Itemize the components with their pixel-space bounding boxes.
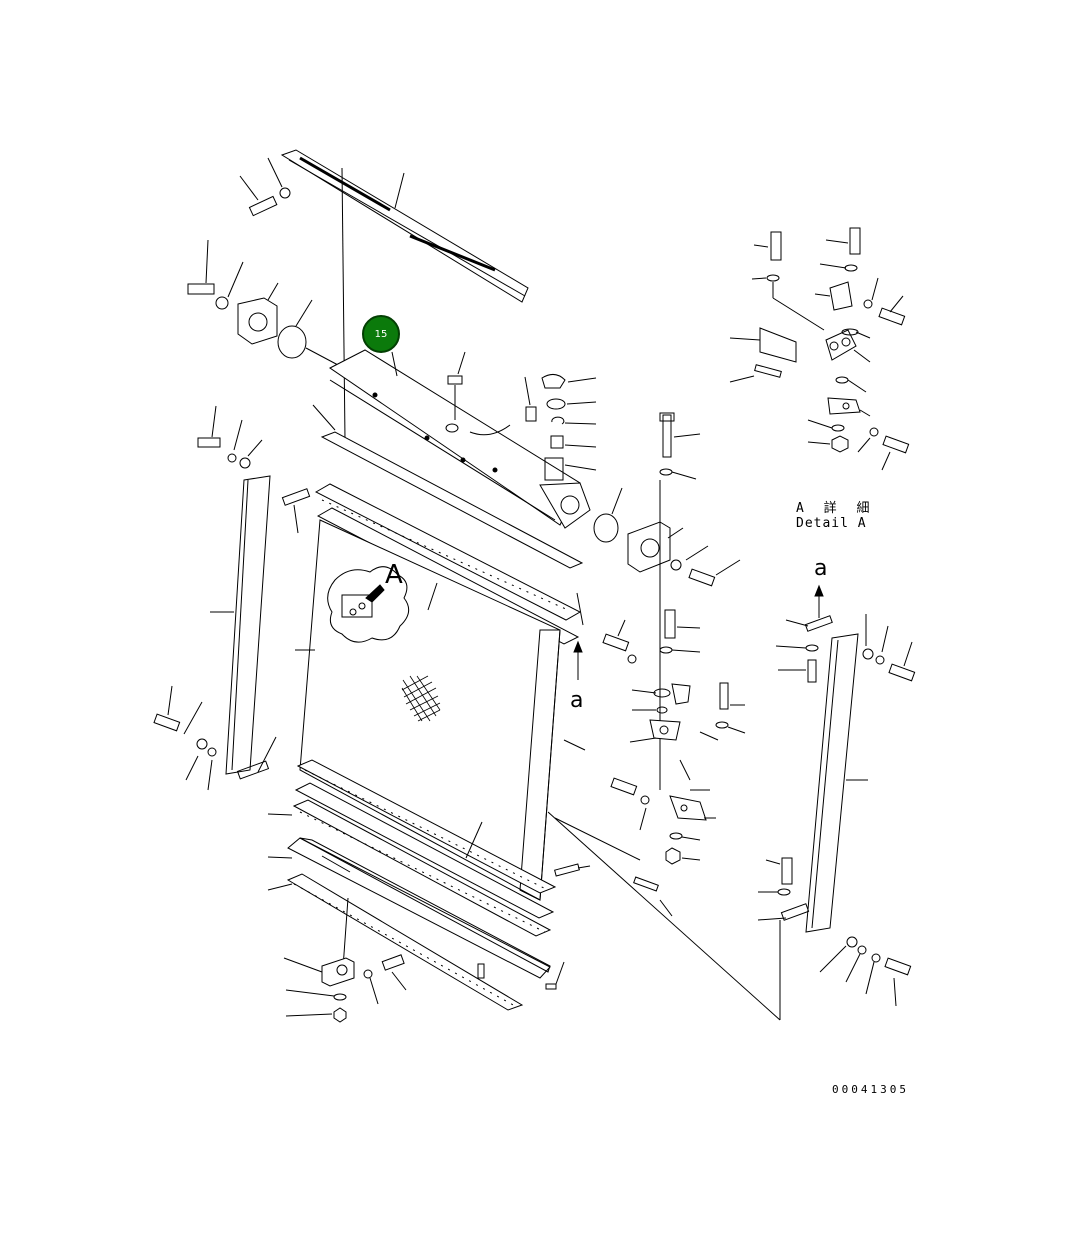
- bolts-left-lower: [153, 685, 217, 791]
- view-arrow-mid: [573, 640, 583, 680]
- lower-gaskets: [267, 759, 557, 937]
- view-arrow-top: [814, 584, 824, 618]
- bolt-top-left: [239, 157, 291, 217]
- detail-a-marker: A: [385, 560, 403, 590]
- leader-lines: [547, 739, 781, 1021]
- lower-tank: [267, 837, 551, 979]
- detail-a-cloud: [327, 566, 410, 643]
- detail-a-label-en: Detail A: [796, 516, 867, 531]
- upper-tank: [329, 349, 591, 529]
- side-plate-right: [757, 614, 916, 1007]
- lower-gasket-bottom: [267, 873, 524, 1011]
- reference-line: [341, 167, 346, 441]
- tank-fittings: [445, 351, 597, 471]
- part-callout-15[interactable]: 15: [362, 315, 400, 353]
- bolt-stack-center-right: [602, 609, 746, 917]
- clamp-block-left: [237, 282, 279, 345]
- lower-mount: [283, 863, 591, 1023]
- rubber-mount-right: [593, 487, 741, 587]
- drawing-number: 00041305: [832, 1083, 909, 1096]
- top-channel-bar: [280, 149, 529, 303]
- view-arrow-label-top: a: [814, 556, 828, 581]
- core-mesh: [401, 675, 441, 722]
- bolts-left-upper: [197, 405, 263, 469]
- side-plate-left: [210, 475, 311, 780]
- detail-a-group: [729, 227, 910, 471]
- bolt-left-1: [187, 239, 244, 310]
- detail-a-label-jp: A 詳 細: [796, 501, 876, 516]
- rubber-mount-left: [277, 299, 339, 366]
- view-arrow-label-mid: a: [570, 688, 584, 713]
